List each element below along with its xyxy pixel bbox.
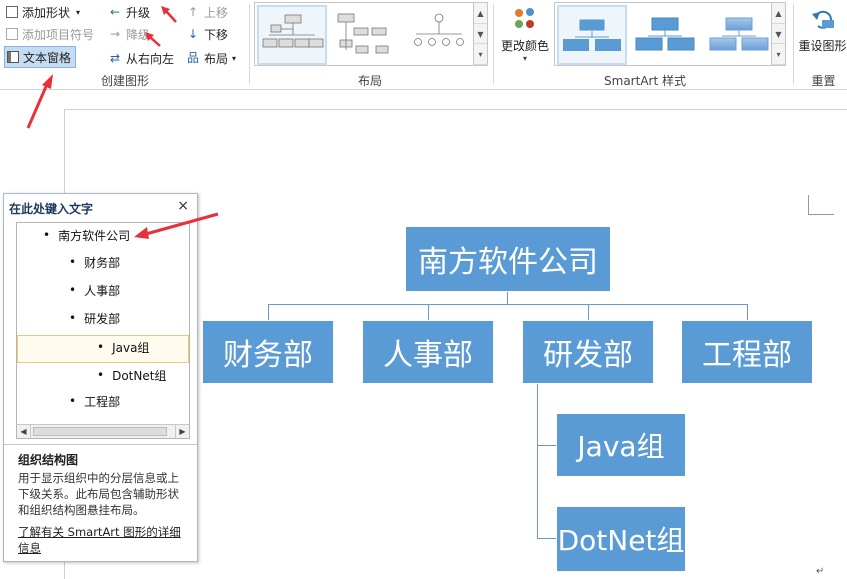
- layout-description: 组织结构图 用于显示组织中的分层信息或上下级关系。此布局包含辅助形状和组织结构图…: [4, 444, 197, 561]
- list-item[interactable]: 工程部: [69, 391, 120, 411]
- layouts-group-label: 布局: [357, 74, 382, 88]
- move-down-button[interactable]: ↓ 下移: [187, 27, 229, 42]
- list-item[interactable]: 财务部: [69, 252, 120, 272]
- connector: [537, 538, 557, 539]
- connector: [507, 291, 508, 305]
- layout-gallery: ▲ ▼ ▾: [254, 2, 488, 66]
- scroll-right-icon[interactable]: ▶: [175, 425, 189, 438]
- smartart-styles-group-label: SmartArt 样式: [604, 74, 686, 88]
- layout-option-org-chart[interactable]: [257, 5, 327, 65]
- horizontal-scrollbar[interactable]: ◀ ▶: [17, 424, 189, 438]
- org-node-java-team[interactable]: Java组: [556, 413, 686, 477]
- swap-icon: ⇄: [109, 51, 121, 65]
- list-item[interactable]: DotNet组: [97, 365, 166, 385]
- ribbon-divider: [249, 4, 250, 84]
- style-option-flat[interactable]: [557, 5, 627, 65]
- annotation-arrow: [26, 74, 53, 129]
- connector: [747, 304, 748, 321]
- org-node-rd[interactable]: 研发部: [522, 320, 654, 384]
- gallery-more-icon[interactable]: ▾: [474, 44, 487, 65]
- add-shape-icon: [6, 6, 18, 18]
- promote-button[interactable]: ← 升级: [109, 5, 151, 20]
- arrow-down-icon: ↓: [187, 27, 199, 41]
- org-node-finance[interactable]: 财务部: [202, 320, 334, 384]
- right-to-left-button[interactable]: ⇄ 从右向左: [109, 51, 175, 66]
- ribbon: 添加形状 ▾ 添加项目符号 文本窗格 ← 升级 → 降级 ⇄ 从右向左 ↑ 上移…: [0, 0, 847, 90]
- ribbon-divider: [493, 4, 494, 84]
- style-gallery: ▲ ▼ ▾: [554, 2, 786, 66]
- list-item[interactable]: Java组: [97, 337, 149, 357]
- text-pane-icon: [7, 51, 19, 63]
- arrow-right-icon: →: [109, 27, 121, 41]
- reset-graphic-icon: [811, 10, 834, 29]
- page-margin-mark: [808, 195, 834, 215]
- text-pane-button[interactable]: 文本窗格: [4, 46, 77, 68]
- annotation-arrow: [161, 6, 177, 23]
- text-pane-title: 在此处键入文字: [9, 202, 94, 216]
- list-item[interactable]: 研发部: [69, 308, 120, 328]
- style-option-outline[interactable]: [631, 5, 701, 65]
- layout-dropdown-button[interactable]: 品 布局 ▾: [186, 51, 237, 66]
- description-body: 用于显示组织中的分层信息或上下级关系。此布局包含辅助形状和组织结构图悬挂布局。: [18, 471, 179, 517]
- layout-option-circle-hierarchy[interactable]: [405, 5, 475, 65]
- reset-group-label: 重置: [811, 74, 836, 88]
- connector: [537, 384, 538, 538]
- scroll-left-icon[interactable]: ◀: [17, 425, 31, 438]
- connector: [268, 304, 269, 321]
- list-item[interactable]: 人事部: [69, 280, 120, 300]
- text-pane: 在此处键入文字 × 南方软件公司 财务部 人事部 研发部 Java组 DotNe…: [3, 193, 198, 562]
- style-gallery-scrollbar[interactable]: ▲ ▼ ▾: [771, 3, 785, 65]
- org-node-dotnet-team[interactable]: DotNet组: [556, 506, 686, 572]
- connector: [428, 304, 429, 321]
- annotation-arrow: [134, 212, 219, 239]
- text-pane-list[interactable]: 南方软件公司 财务部 人事部 研发部 Java组 DotNet组 工程部 ◀ ▶: [16, 222, 190, 439]
- add-bullet-icon: [6, 28, 18, 40]
- layout-option-hierarchy[interactable]: [331, 5, 401, 65]
- arrow-left-icon: ←: [109, 5, 121, 19]
- learn-more-link[interactable]: 了解有关 SmartArt 图形的详细信息: [18, 525, 181, 555]
- arrow-up-icon: ↑: [187, 5, 199, 19]
- change-colors-button[interactable]: 更改颜色 ▾: [498, 2, 552, 66]
- org-root-node[interactable]: 南方软件公司: [405, 226, 611, 292]
- org-node-hr[interactable]: 人事部: [362, 320, 494, 384]
- reset-graphic-button[interactable]: 重设图形: [798, 2, 847, 62]
- add-bullet-button[interactable]: 添加项目符号: [6, 24, 94, 44]
- scroll-down-icon[interactable]: ▼: [772, 24, 785, 45]
- layout-gallery-scrollbar[interactable]: ▲ ▼ ▾: [473, 3, 487, 65]
- connector: [588, 304, 589, 321]
- scroll-thumb[interactable]: [33, 427, 167, 436]
- list-item[interactable]: 南方软件公司: [43, 225, 130, 245]
- scroll-down-icon[interactable]: ▼: [474, 24, 487, 45]
- style-option-gradient[interactable]: [705, 5, 775, 65]
- hierarchy-icon: 品: [186, 51, 199, 65]
- annotation-arrow: [145, 32, 161, 47]
- demote-button[interactable]: → 降级: [109, 27, 151, 42]
- ribbon-divider: [793, 4, 794, 84]
- close-icon[interactable]: ×: [177, 198, 189, 214]
- dropdown-arrow-icon: ▾: [76, 7, 81, 17]
- description-title: 组织结构图: [18, 453, 79, 467]
- dropdown-arrow-icon: ▾: [232, 53, 237, 63]
- scroll-up-icon[interactable]: ▲: [772, 3, 785, 24]
- paragraph-mark-icon: ↵: [816, 566, 825, 577]
- connector: [268, 304, 748, 305]
- create-graphic-group-label: 创建图形: [100, 74, 149, 88]
- scroll-up-icon[interactable]: ▲: [474, 3, 487, 24]
- move-up-button[interactable]: ↑ 上移: [187, 5, 229, 20]
- add-shape-button[interactable]: 添加形状 ▾: [6, 2, 80, 22]
- gallery-more-icon[interactable]: ▾: [772, 44, 785, 65]
- org-node-engineering[interactable]: 工程部: [681, 320, 813, 384]
- connector: [537, 445, 557, 446]
- palette-icon: [515, 8, 534, 28]
- dropdown-arrow-icon: ▾: [522, 54, 527, 63]
